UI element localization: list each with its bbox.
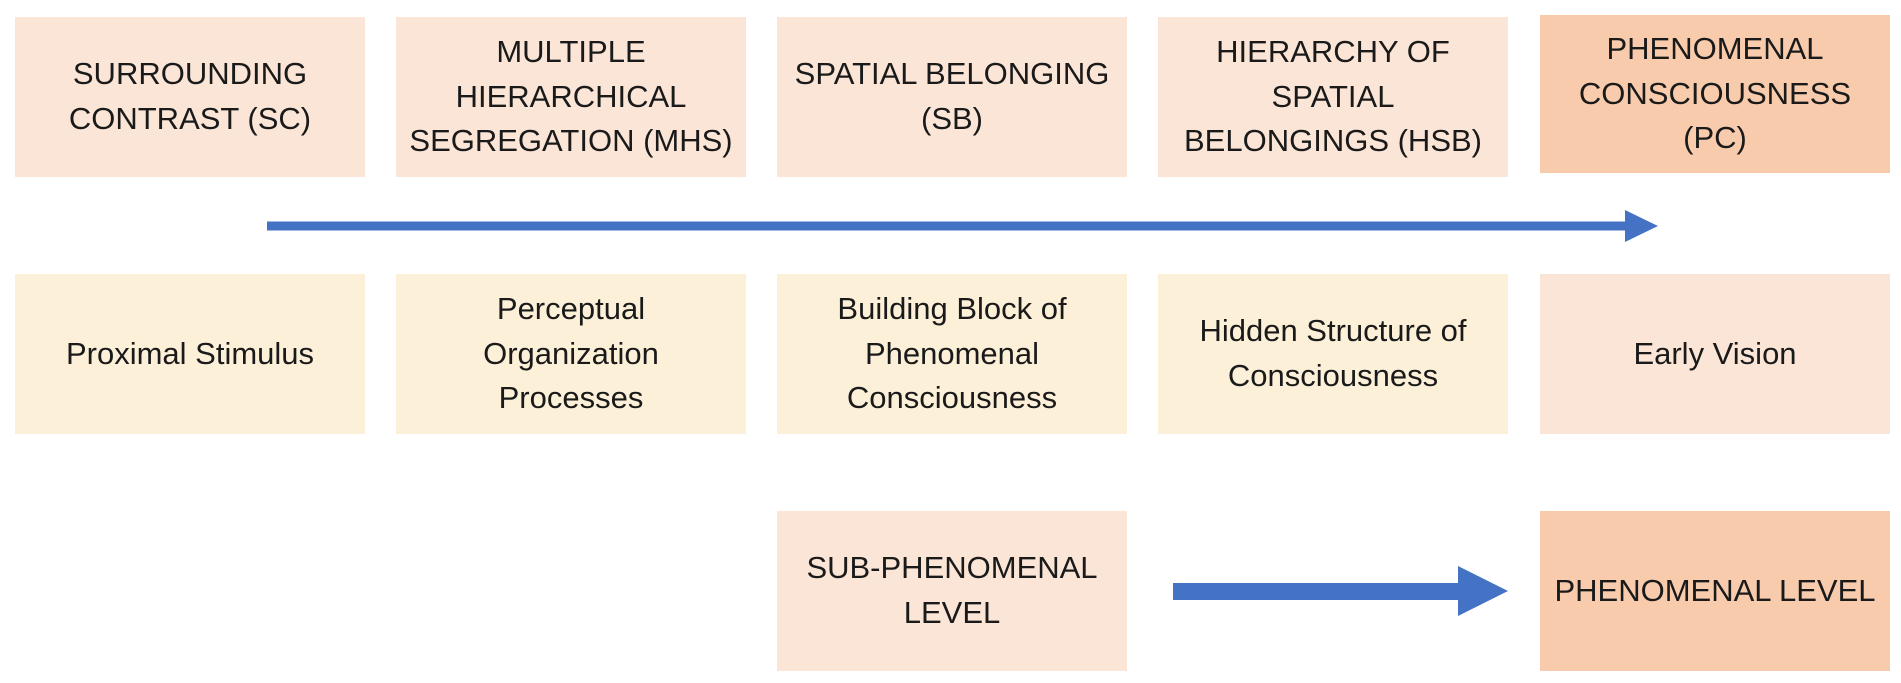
description-box-perceptual-organization: Perceptual Organization Processes <box>396 274 746 434</box>
description-box-hidden-structure: Hidden Structure of Consciousness <box>1158 274 1508 434</box>
description-box-proximal-stimulus: Proximal Stimulus <box>15 274 365 434</box>
level-box-sub-phenomenal: SUB-PHENOMENAL LEVEL <box>777 511 1127 671</box>
description-box-building-block: Building Block of Phenomenal Consciousne… <box>777 274 1127 434</box>
concept-box-mhs: MULTIPLE HIERARCHICAL SEGREGATION (MHS) <box>396 17 746 177</box>
concept-box-pc: PHENOMENAL CONSCIOUSNESS (PC) <box>1540 15 1890 173</box>
description-box-early-vision: Early Vision <box>1540 274 1890 434</box>
concept-box-sc: SURROUNDING CONTRAST (SC) <box>15 17 365 177</box>
concept-box-sb: SPATIAL BELONGING (SB) <box>777 17 1127 177</box>
level-box-phenomenal: PHENOMENAL LEVEL <box>1540 511 1890 671</box>
concept-box-hsb: HIERARCHY OF SPATIAL BELONGINGS (HSB) <box>1158 17 1508 177</box>
